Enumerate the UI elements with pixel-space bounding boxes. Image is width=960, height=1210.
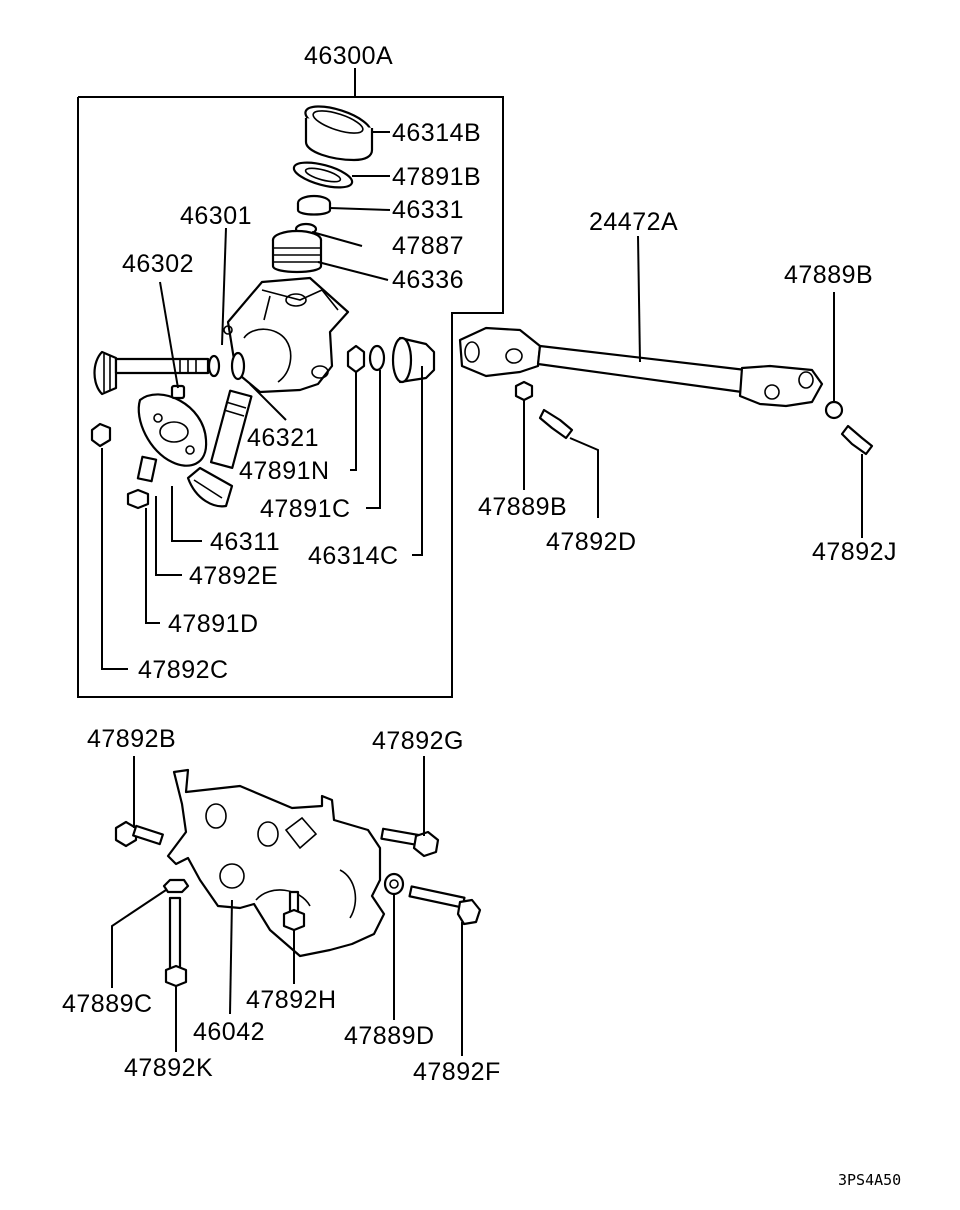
label-47892F: 47892F: [413, 1058, 501, 1086]
label-46331: 46331: [392, 196, 464, 224]
label-47889C: 47889C: [62, 990, 153, 1018]
label-47891B: 47891B: [392, 163, 481, 191]
part-47892G-bolt: [380, 827, 440, 858]
part-46331-bearing: [296, 194, 332, 216]
label-46311: 46311: [210, 528, 280, 556]
label-24472A: 24472A: [589, 208, 678, 236]
part-46042-bracket: [166, 768, 386, 958]
part-47892F-bolt: [408, 885, 482, 926]
part-47891D-nut: [126, 488, 150, 510]
label-46314C: 46314C: [308, 542, 399, 570]
part-47892B-bolt: [114, 820, 164, 848]
part-46302-gear-shaft: [93, 350, 246, 396]
part-47891B-washer: [292, 161, 354, 189]
label-47892E: 47892E: [189, 562, 278, 590]
part-46321-gear-shaft: [186, 389, 253, 508]
part-47889B-nut-right: [824, 400, 844, 420]
label-47892B: 47892B: [87, 725, 176, 753]
part-labels: 46300A 46314B 47891B 46331 47887 46336 4…: [62, 42, 897, 1086]
part-47892H-stud: [282, 890, 306, 932]
label-47891D: 47891D: [168, 610, 259, 638]
label-47891C: 47891C: [260, 495, 351, 523]
label-46321: 46321: [247, 424, 319, 452]
part-47892C-bolt: [90, 422, 112, 448]
leader-lines: [101, 131, 863, 1056]
label-47892K: 47892K: [124, 1054, 213, 1082]
label-46301: 46301: [180, 202, 252, 230]
label-47892G: 47892G: [372, 727, 464, 755]
label-47889B-top: 47889B: [784, 261, 873, 289]
part-47889C-washer: [162, 878, 190, 894]
label-46302: 46302: [122, 250, 194, 278]
label-47889B-mid: 47889B: [478, 493, 567, 521]
label-47892J: 47892J: [812, 538, 897, 566]
label-46300A: 46300A: [304, 42, 393, 70]
label-46042: 46042: [193, 1018, 265, 1046]
part-46314B-bearing-cap: [304, 105, 374, 162]
part-47892K-stud: [164, 896, 188, 988]
part-47892J-bolt: [840, 424, 874, 456]
part-47889B-nut-mid: [514, 380, 534, 402]
label-47889D: 47889D: [344, 1022, 435, 1050]
part-46311-cover-plate: [137, 393, 208, 467]
label-47887: 47887: [392, 232, 464, 260]
part-47889D-washer: [383, 872, 405, 896]
label-46314B: 46314B: [392, 119, 481, 147]
label-47892H: 47892H: [246, 986, 337, 1014]
assembly-outline: [77, 68, 504, 698]
part-47892E-bolt: [136, 455, 158, 483]
part-46336-threaded-nut: [271, 229, 323, 274]
label-47892D: 47892D: [546, 528, 637, 556]
part-47891C-washer: [368, 344, 386, 372]
diagram-code: 3PS4A50: [838, 1171, 901, 1189]
part-47891N-nut: [346, 344, 366, 374]
label-46336: 46336: [392, 266, 464, 294]
part-24472A-shaft: [458, 326, 824, 408]
part-47892D-bolt: [538, 408, 574, 440]
label-47892C: 47892C: [138, 656, 229, 684]
part-46314C-cap: [391, 336, 436, 384]
label-47891N: 47891N: [239, 457, 330, 485]
